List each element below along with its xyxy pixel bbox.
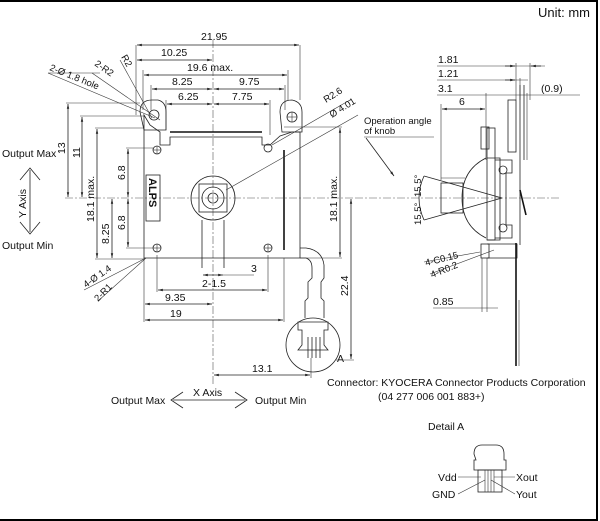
dim-label-8-25-vert: 8.25 <box>100 223 112 244</box>
knob-center <box>207 192 219 204</box>
callout-r2: R2 <box>118 53 134 69</box>
pin-yout-label: Yout <box>516 489 537 501</box>
knob-outer <box>190 175 236 221</box>
y-axis-label: Y Axis <box>17 189 29 218</box>
side-top-tab <box>507 99 517 153</box>
dim-label-18-1-left: 18.1 max. <box>85 176 97 222</box>
pin-vdd-label: Vdd <box>438 472 457 484</box>
dim-label-11: 11 <box>71 147 83 158</box>
side-bottom-clip <box>480 243 490 259</box>
dim-label-8-25: 8.25 <box>172 76 193 88</box>
dim-label-10-25: 10.25 <box>161 47 187 59</box>
dim-label-1-81: 1.81 <box>438 54 459 66</box>
dim-label-7-75: 7.75 <box>232 91 253 103</box>
hole-tr <box>263 143 273 153</box>
ear-right <box>279 99 303 133</box>
dim-label-1-21: 1.21 <box>438 68 459 80</box>
side-lever <box>519 189 527 216</box>
dim-label-3: 3 <box>251 263 257 275</box>
dim-label-6: 6 <box>459 96 465 108</box>
side-housing <box>487 157 501 241</box>
angle-label-lower: 15.5° <box>413 203 424 225</box>
knob-square <box>198 183 228 213</box>
flex-cable-right <box>300 247 325 318</box>
x-axis-label: X Axis <box>193 387 222 399</box>
dim-label-6-8-top: 6.8 <box>116 165 128 180</box>
angle-line-upper <box>423 175 503 199</box>
dim-label-21-95: 21.95 <box>201 31 227 43</box>
angle-line-lower <box>423 197 503 221</box>
side-hole-top <box>498 165 508 175</box>
dim-label-2-1-5: 2-1.5 <box>202 278 226 290</box>
side-bottom-block <box>487 243 518 259</box>
side-top-clip <box>480 126 490 150</box>
y-axis-output-min: Output Min <box>2 240 54 252</box>
detail-a-connector-body <box>473 444 507 471</box>
body-outline <box>143 113 301 259</box>
detail-a-title: Detail A <box>428 421 464 433</box>
dim-label-13: 13 <box>56 142 68 154</box>
dim-label-6-25: 6.25 <box>178 91 199 103</box>
side-view: 15.5° 15.5° Operation angle of knob 1.81… <box>355 54 580 366</box>
dim-label-19: 19 <box>170 308 182 320</box>
y-axis-arrow-up-icon <box>19 167 41 181</box>
y-axis-indicator: Output Max Output Min Y Axis <box>2 148 57 252</box>
pin-xout-label: Xout <box>516 472 538 484</box>
dim-label-3-1: 3.1 <box>438 83 453 95</box>
alps-logo: ALPS <box>146 178 158 207</box>
x-axis-arrow-right-icon <box>234 391 248 409</box>
side-plate <box>486 127 496 241</box>
dim-label-9-75: 9.75 <box>239 76 260 88</box>
y-axis-arrow-down-icon <box>19 221 41 235</box>
dim-label-9-35: 9.35 <box>165 292 186 304</box>
dim-label-6-8-bottom: 6.8 <box>116 215 128 230</box>
x-axis-output-max: Output Max <box>111 395 166 407</box>
detail-a: Detail A Vdd GND Xout Yout <box>428 421 538 501</box>
side-hole-bottom <box>498 223 508 233</box>
connector-part-number: (04 277 006 001 883+) <box>378 391 485 403</box>
knob-ring <box>201 186 225 210</box>
detail-a-marker: A <box>337 353 344 365</box>
dim-label-18-1-right: 18.1 max. <box>328 176 340 222</box>
callout-2-r1: 2-R1 <box>92 282 114 304</box>
angle-label-upper: 15.5° <box>413 175 424 197</box>
dim-label-0-9: (0.9) <box>541 83 563 95</box>
angle-arc <box>418 175 425 221</box>
dim-label-13-1: 13.1 <box>252 363 273 375</box>
dim-label-0-85: 0.85 <box>433 296 454 308</box>
x-axis-indicator: Output Max Output Min X Axis <box>111 387 307 409</box>
side-dome <box>461 157 487 239</box>
callout-2-r2: 2-R2 <box>92 58 115 79</box>
mount-hole-left <box>148 109 160 121</box>
dim-label-19-6: 19.6 max. <box>187 62 233 74</box>
connector-label: Connector: KYOCERA Connector Products Co… <box>327 377 586 389</box>
x-axis-arrow-left-icon <box>170 391 184 409</box>
operation-angle-leader <box>365 137 395 177</box>
unit-label: Unit: mm <box>538 5 590 20</box>
detail-a-circle <box>285 317 341 373</box>
operation-angle-label-line1: Operation angle <box>364 116 432 127</box>
side-housing-back <box>495 159 513 239</box>
pin-gnd-label: GND <box>432 489 456 501</box>
x-axis-output-min: Output Min <box>255 395 307 407</box>
flex-cable-left <box>300 257 313 318</box>
dim-label-22-4: 22.4 <box>339 275 351 296</box>
side-knob <box>440 182 464 214</box>
detail-a-pin-block <box>477 469 503 493</box>
operation-angle-label-line2: of knob <box>364 126 395 137</box>
y-axis-output-max: Output Max <box>2 148 57 160</box>
alps-logo-box <box>145 174 161 222</box>
front-view: ALPS A 21.95 10.25 19.6 max. 8.25 <box>48 31 359 385</box>
connector-outline <box>297 321 329 351</box>
